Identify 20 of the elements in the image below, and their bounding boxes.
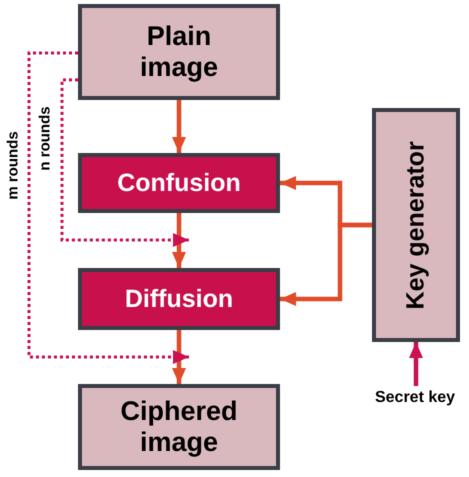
process-box — [78, 268, 280, 330]
edge-label: n rounds — [38, 106, 53, 170]
arrow — [280, 222, 372, 306]
process-box — [372, 108, 460, 342]
box-label: Plain image — [138, 20, 220, 84]
arrow — [409, 342, 423, 386]
box-label: Confusion — [117, 168, 241, 198]
box-label: Ciphered image — [119, 396, 239, 458]
box-label: Diffusion — [124, 284, 234, 314]
arrow — [172, 330, 186, 384]
process-box — [78, 4, 280, 100]
edge-label: m rounds — [6, 130, 21, 200]
box-label: Key generator — [402, 140, 430, 310]
input-label: Secret key — [374, 388, 456, 408]
dotted-arrow — [28, 51, 189, 364]
arrow — [172, 213, 186, 268]
process-box — [78, 153, 280, 213]
arrow — [172, 100, 186, 153]
process-box — [78, 384, 280, 470]
dotted-arrow — [60, 78, 189, 247]
